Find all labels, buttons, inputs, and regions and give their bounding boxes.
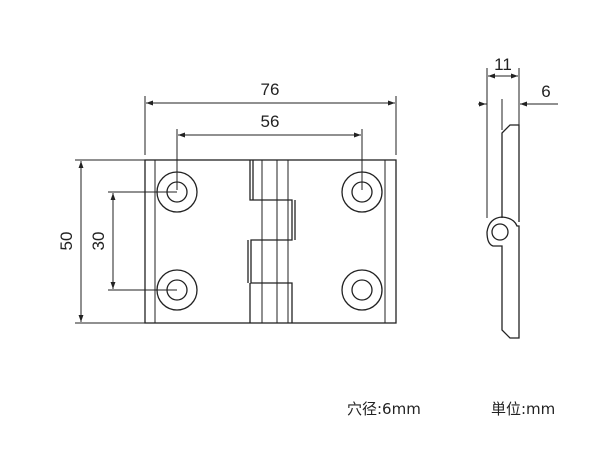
unit-note: 単位:mm	[491, 400, 556, 418]
dimension-76: 76	[144, 80, 397, 155]
dimension-56: 56	[176, 112, 363, 190]
dim-label-50: 50	[57, 232, 76, 251]
dim-label-56: 56	[261, 112, 280, 131]
dimension-50: 50	[57, 159, 145, 324]
hinge-front-view	[144, 159, 397, 324]
dim-label-6: 6	[541, 82, 550, 101]
pin-circle	[491, 223, 509, 241]
dim-label-11: 11	[494, 55, 512, 74]
dimension-6: 6	[478, 82, 558, 107]
hole-diameter-note: 穴径:6mm	[347, 400, 421, 418]
dimension-11: 11	[488, 55, 518, 79]
knuckle	[247, 160, 296, 323]
dimension-30: 30	[89, 191, 177, 291]
upper-leaf	[501, 124, 520, 222]
knuckle-and-lower-leaf	[486, 216, 520, 339]
screw-hole-bottom-right	[341, 269, 383, 311]
dim-label-76: 76	[261, 80, 280, 99]
hinge-side-view	[486, 68, 520, 339]
dim-label-30: 30	[89, 232, 108, 251]
hinge-outline	[144, 159, 397, 324]
